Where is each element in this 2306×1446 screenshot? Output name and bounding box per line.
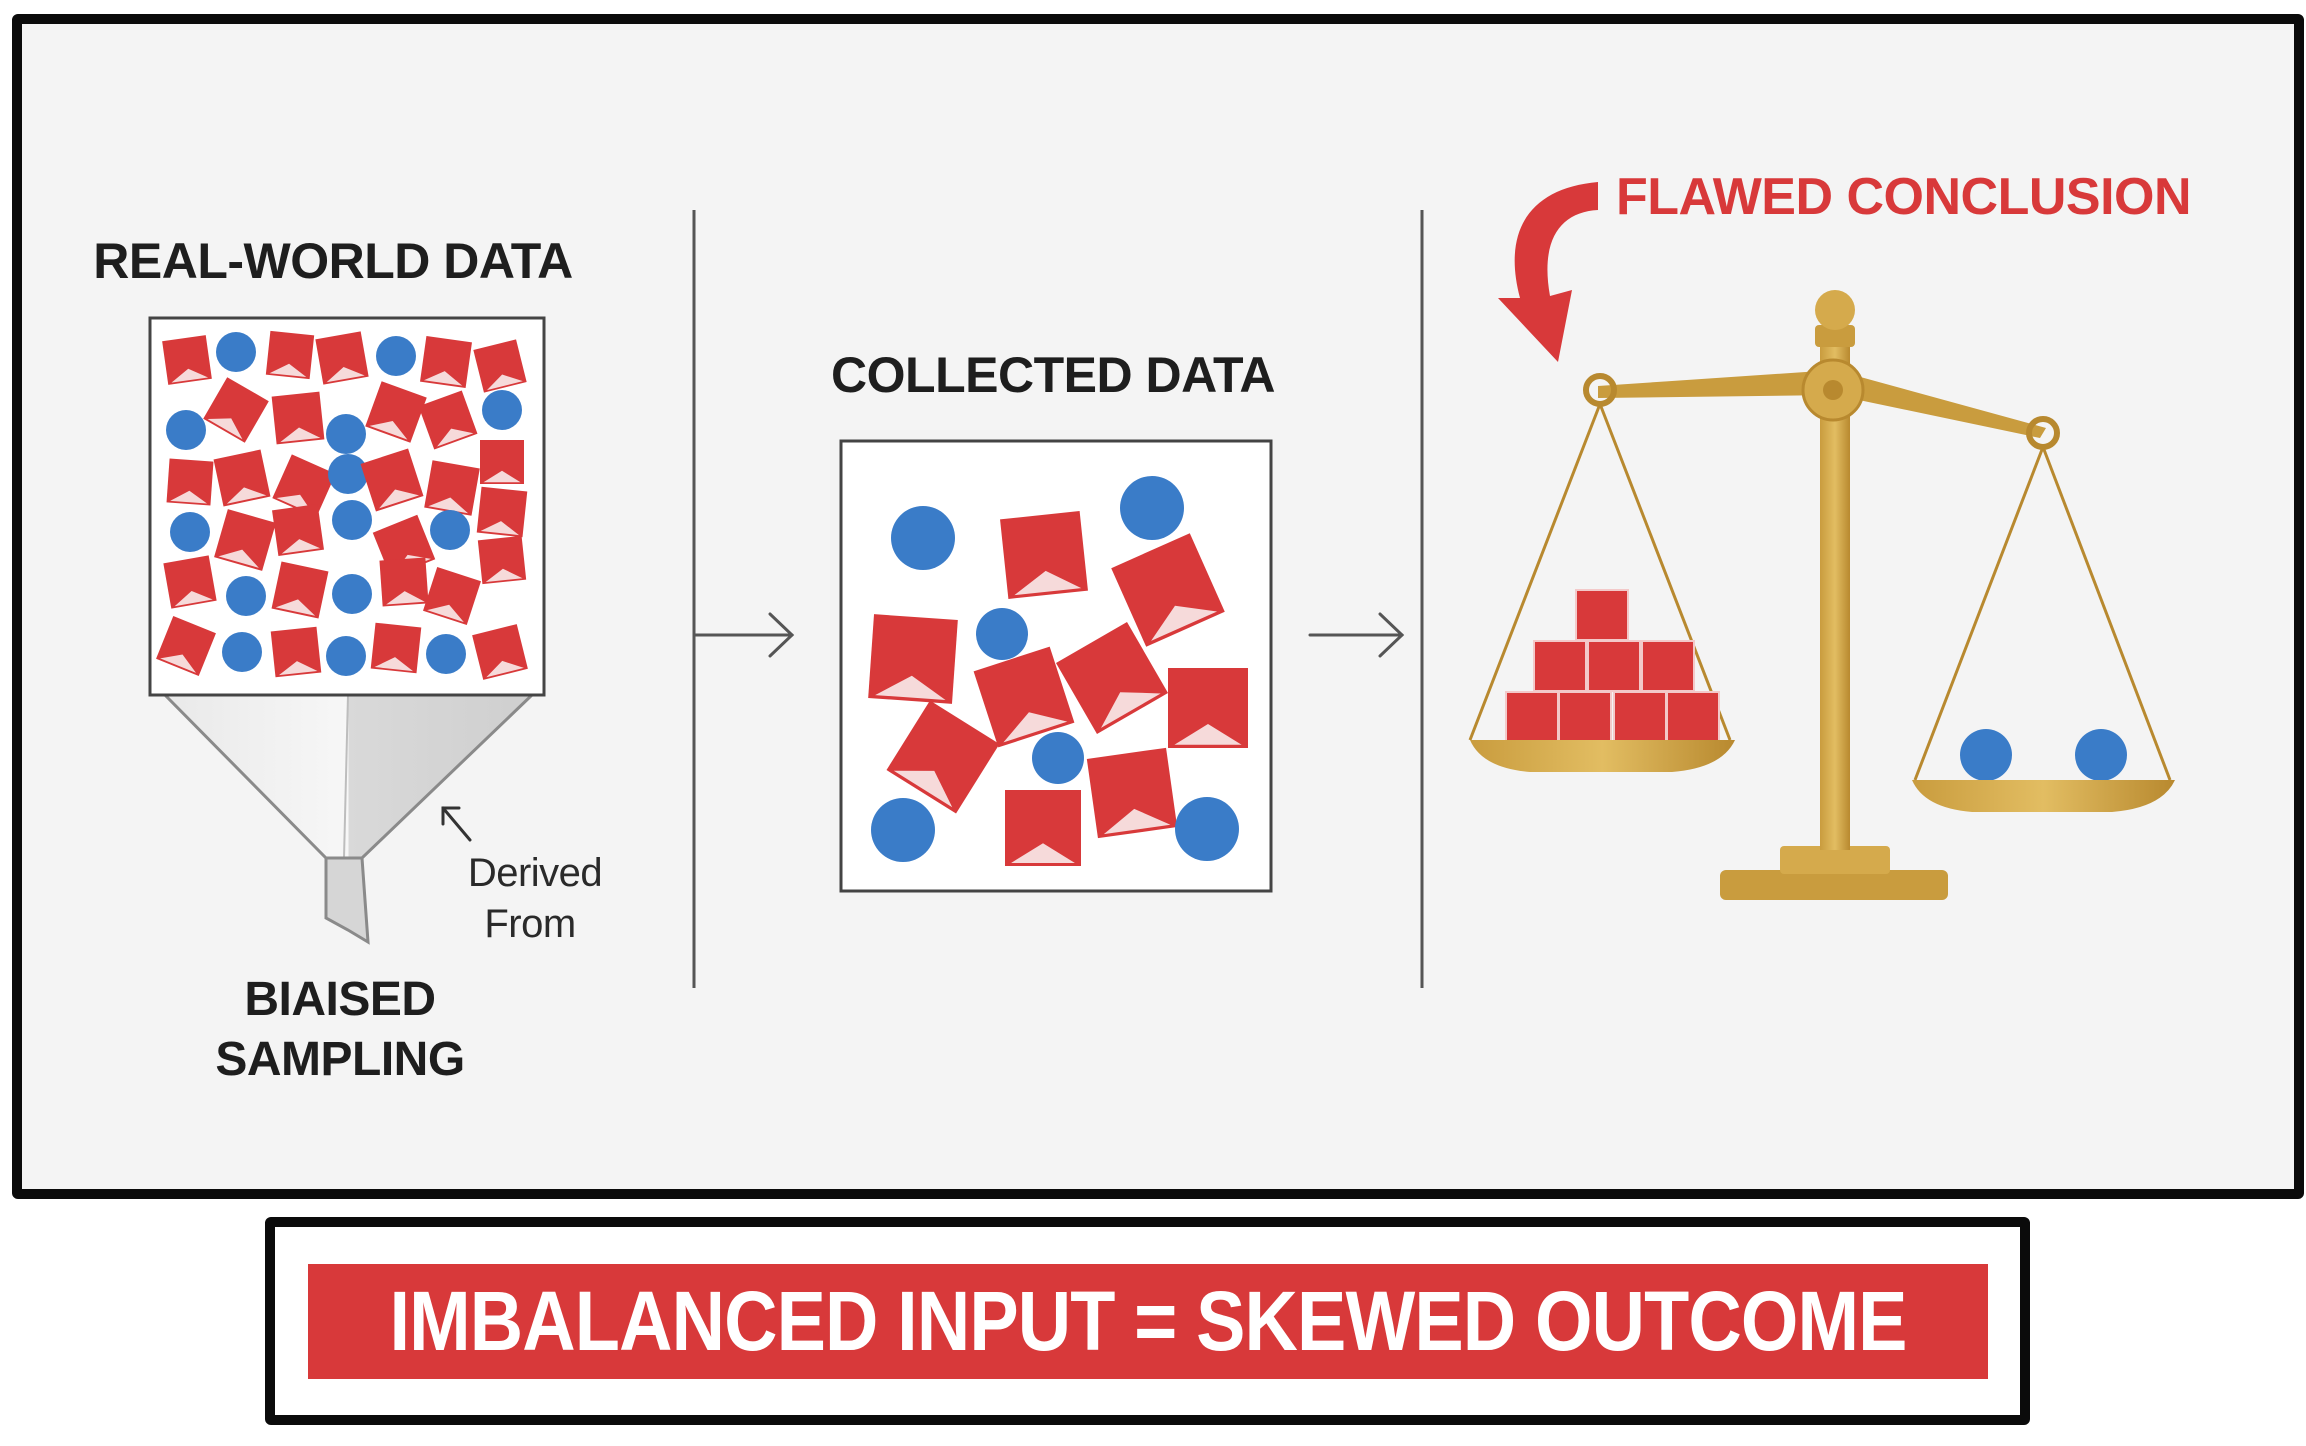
- red-square: [163, 555, 217, 609]
- red-square: [868, 614, 958, 704]
- red-square: [379, 557, 429, 607]
- derived-from-note-line2: From: [484, 902, 575, 946]
- arrow-right-icon: [692, 612, 795, 658]
- red-square: [365, 381, 427, 443]
- red-square: [420, 336, 472, 388]
- red-square: [1000, 511, 1088, 599]
- red-square: [423, 567, 481, 625]
- red-square: [360, 448, 424, 512]
- red-block: [1613, 691, 1667, 743]
- funnel-icon: [161, 693, 536, 945]
- red-square: [473, 339, 527, 393]
- banner-frame: IMBALANCED INPUT = SKEWED OUTCOME: [265, 1217, 2030, 1425]
- red-square: [424, 460, 480, 516]
- blue-circle: [891, 506, 955, 570]
- blue-circle: [326, 414, 366, 454]
- red-square: [1086, 747, 1178, 839]
- red-block: [1533, 640, 1587, 692]
- banner-bar: IMBALANCED INPUT = SKEWED OUTCOME: [308, 1264, 1988, 1379]
- blue-circle: [871, 798, 935, 862]
- blue-circle: [170, 512, 210, 552]
- blue-circle: [1032, 732, 1084, 784]
- red-square: [370, 622, 422, 674]
- blue-circle: [1120, 476, 1184, 540]
- banner-text: IMBALANCED INPUT = SKEWED OUTCOME: [389, 1274, 1907, 1368]
- blue-circle: [326, 636, 366, 676]
- red-square: [156, 616, 216, 676]
- red-block: [1666, 691, 1720, 743]
- red-block: [1587, 640, 1641, 692]
- red-square: [1111, 533, 1225, 647]
- blue-circle: [430, 510, 470, 550]
- red-square: [270, 626, 322, 678]
- red-square: [1055, 621, 1169, 735]
- blue-circle: [1175, 797, 1239, 861]
- red-square: [315, 331, 369, 385]
- blue-circle: [332, 500, 372, 540]
- red-square: [1168, 668, 1248, 748]
- blue-circle: [222, 632, 262, 672]
- red-square: [265, 330, 315, 380]
- red-block: [1641, 640, 1695, 692]
- blue-circle: [482, 390, 522, 430]
- balance-scale-icon: [1468, 290, 2172, 900]
- collected-data-items: [868, 476, 1248, 866]
- red-square: [272, 504, 324, 556]
- red-block: [1505, 691, 1559, 743]
- red-square: [480, 440, 524, 484]
- sampling-label-line2: SAMPLING: [215, 1033, 464, 1086]
- blue-circle: [216, 332, 256, 372]
- red-square: [271, 391, 325, 445]
- pointer-arrow-icon: [441, 806, 472, 842]
- blue-circle: [226, 576, 266, 616]
- red-square: [214, 509, 276, 571]
- red-square: [477, 535, 527, 585]
- blue-circle: [1960, 729, 2012, 781]
- red-block: [1575, 589, 1629, 641]
- curved-arrow-icon: [1498, 182, 1598, 362]
- red-square: [418, 390, 478, 450]
- real-world-data-title: REAL-WORLD DATA: [93, 233, 572, 289]
- collected-data-title: COLLECTED DATA: [831, 347, 1275, 403]
- red-square: [973, 646, 1075, 748]
- red-square: [213, 449, 271, 507]
- left-pan-blocks: [1505, 589, 1720, 743]
- red-square: [476, 486, 528, 538]
- blue-circle: [166, 410, 206, 450]
- red-square: [203, 377, 269, 443]
- real-world-data-items: [156, 330, 528, 680]
- right-pan-circles: [1960, 729, 2127, 781]
- sampling-label-line1: BIAISED: [244, 973, 435, 1026]
- red-square: [271, 561, 329, 619]
- red-block: [1558, 691, 1612, 743]
- blue-circle: [376, 336, 416, 376]
- left-pan: [1470, 740, 1735, 772]
- blue-circle: [2075, 729, 2127, 781]
- red-square: [162, 335, 212, 385]
- red-square: [166, 458, 214, 506]
- right-pan: [1912, 780, 2175, 812]
- red-square: [472, 624, 528, 680]
- derived-from-note-line1: Derived: [468, 851, 602, 895]
- flawed-conclusion-title: FLAWED CONCLUSION: [1616, 168, 2191, 226]
- blue-circle: [426, 634, 466, 674]
- blue-circle: [332, 574, 372, 614]
- blue-circle: [328, 454, 368, 494]
- red-square: [886, 700, 1000, 814]
- red-square: [1005, 790, 1081, 866]
- arrow-right-icon: [1308, 612, 1405, 658]
- blue-circle: [976, 608, 1028, 660]
